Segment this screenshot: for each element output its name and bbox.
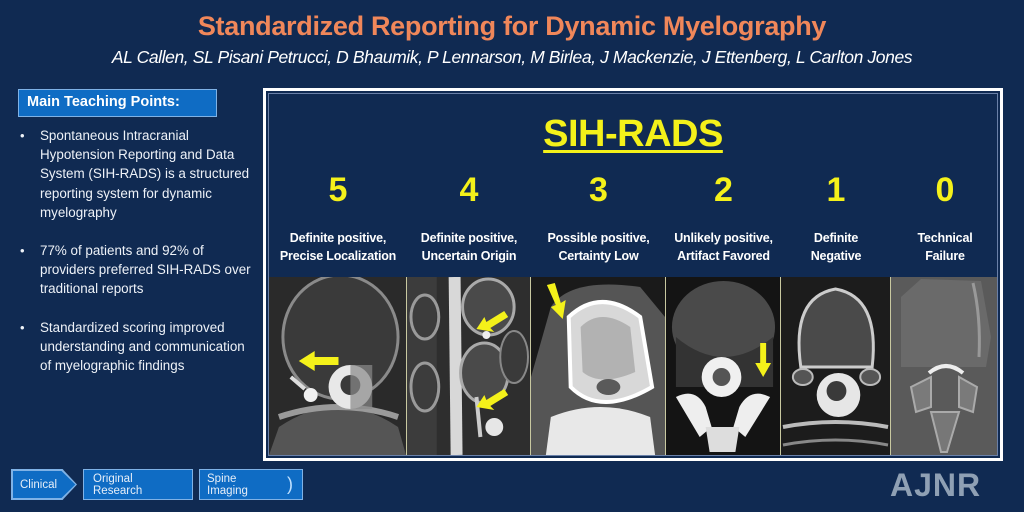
tag-spine-imaging[interactable]: Spine Imaging ) bbox=[199, 469, 303, 500]
grade-description: Definite positive,Precise Localization bbox=[279, 231, 397, 263]
arrow-icon bbox=[546, 283, 566, 319]
arrow-icon bbox=[476, 311, 509, 410]
figure-inner-border bbox=[268, 93, 998, 456]
arrow-icon bbox=[298, 351, 339, 371]
grade-score: 1 bbox=[826, 171, 846, 209]
ct-image-grade-5 bbox=[269, 277, 407, 455]
sih-rads-figure: SIH-RADS 5 Definite positive,Precise Loc… bbox=[263, 88, 1003, 461]
bullet-icon: • bbox=[20, 243, 25, 259]
ct-image-grade-3 bbox=[531, 277, 666, 455]
grade-score: 5 bbox=[328, 171, 348, 209]
grade-score: 0 bbox=[935, 171, 955, 209]
category-tags: Clinical Original Research Spine Imaging… bbox=[11, 469, 303, 500]
teaching-points-list: •Spontaneous Intracranial Hypotension Re… bbox=[18, 126, 258, 394]
tag-clinical[interactable]: Clinical bbox=[11, 469, 77, 500]
figure-title: SIH-RADS bbox=[543, 113, 723, 155]
teaching-point: •Standardized scoring improved understan… bbox=[20, 319, 245, 374]
grade-score: 4 bbox=[459, 171, 479, 209]
grade-description: Unlikely positive,Artifact Favored bbox=[674, 231, 773, 263]
ct-image-grade-2 bbox=[666, 277, 781, 455]
ct-image-grade-0 bbox=[891, 277, 997, 455]
ct-image-grade-1 bbox=[781, 277, 891, 455]
arrow-icon bbox=[755, 343, 772, 377]
tag-original-research[interactable]: Original Research bbox=[83, 469, 193, 500]
ajnr-logo: AJNR bbox=[890, 467, 982, 503]
teaching-point: •77% of patients and 92% of providers pr… bbox=[20, 243, 251, 297]
ct-image-grade-4 bbox=[407, 277, 531, 455]
grade-score: 3 bbox=[589, 171, 608, 209]
image-strip bbox=[269, 277, 997, 455]
teaching-points-heading: Main Teaching Points: bbox=[18, 89, 217, 117]
bullet-icon: • bbox=[20, 128, 25, 143]
teaching-point: •Spontaneous Intracranial Hypotension Re… bbox=[20, 128, 250, 220]
grade-description: Possible positive,Certainty Low bbox=[547, 231, 650, 263]
authors-line: AL Callen, SL Pisani Petrucci, D Bhaumik… bbox=[111, 47, 913, 67]
grade-description: Definite positive,Uncertain Origin bbox=[420, 231, 518, 263]
spine-icon: ) bbox=[287, 474, 293, 494]
grade-score: 2 bbox=[714, 171, 733, 209]
page-title: Standardized Reporting for Dynamic Myelo… bbox=[197, 11, 827, 41]
bullet-icon: • bbox=[20, 319, 25, 335]
